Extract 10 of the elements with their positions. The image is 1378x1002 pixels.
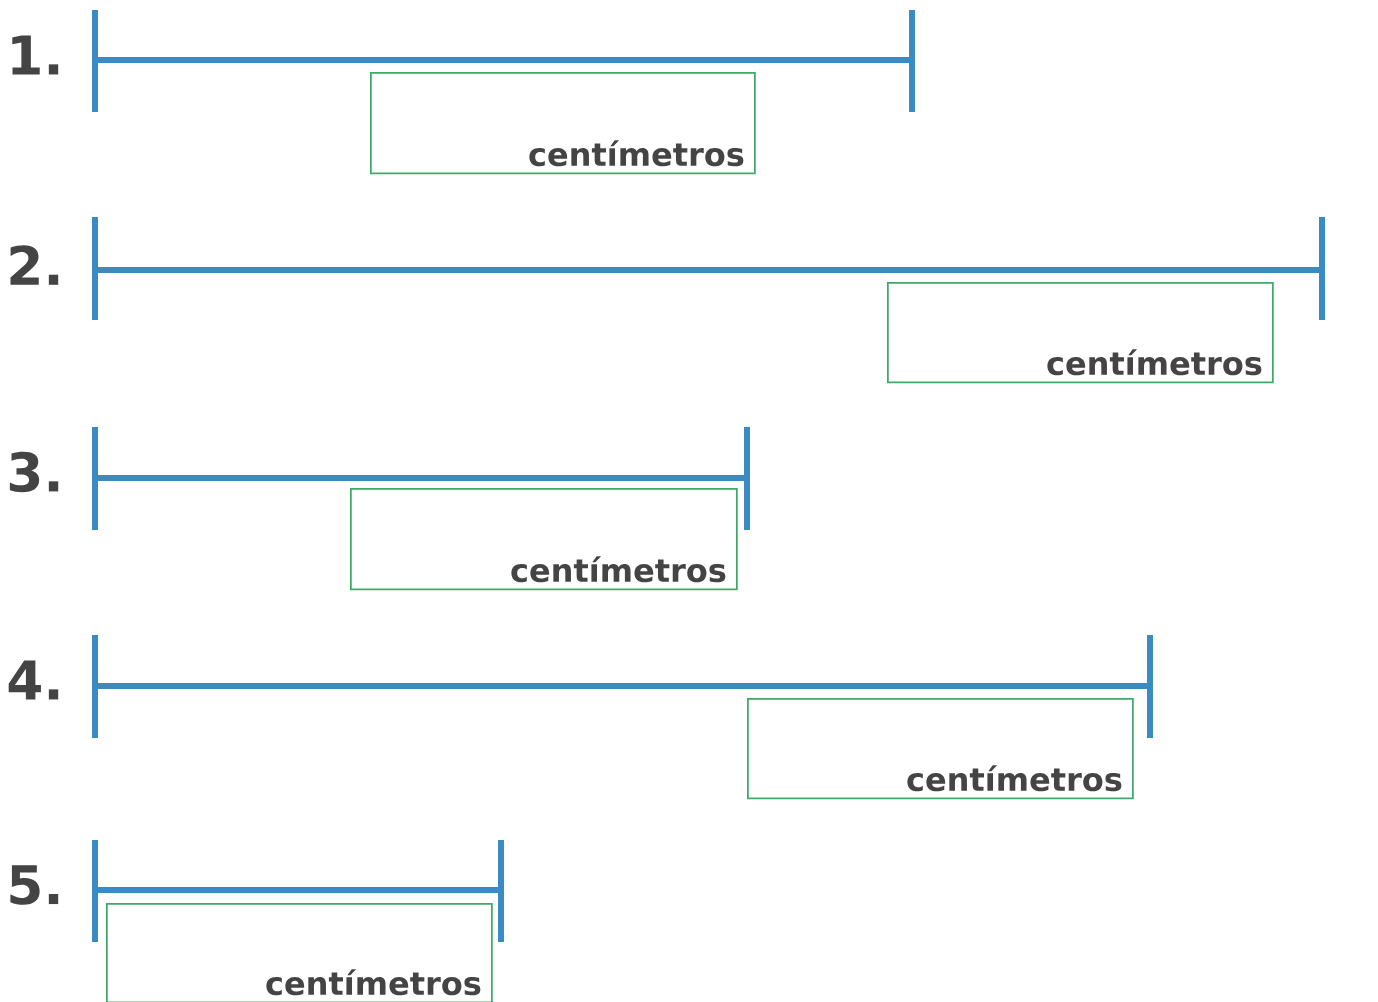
item-number: 3. xyxy=(9,451,59,493)
answer-box: centímetros xyxy=(370,72,756,175)
item-number: 2. xyxy=(10,245,59,285)
answer-box: centímetros xyxy=(747,698,1134,800)
item-number: 4. xyxy=(8,660,59,700)
answer-box: centímetros xyxy=(350,488,738,591)
answer-box: centímetros xyxy=(106,903,493,1002)
item-number: 1. xyxy=(12,35,59,75)
item-number: 5. xyxy=(10,865,59,905)
answer-box: centímetros xyxy=(887,282,1274,384)
